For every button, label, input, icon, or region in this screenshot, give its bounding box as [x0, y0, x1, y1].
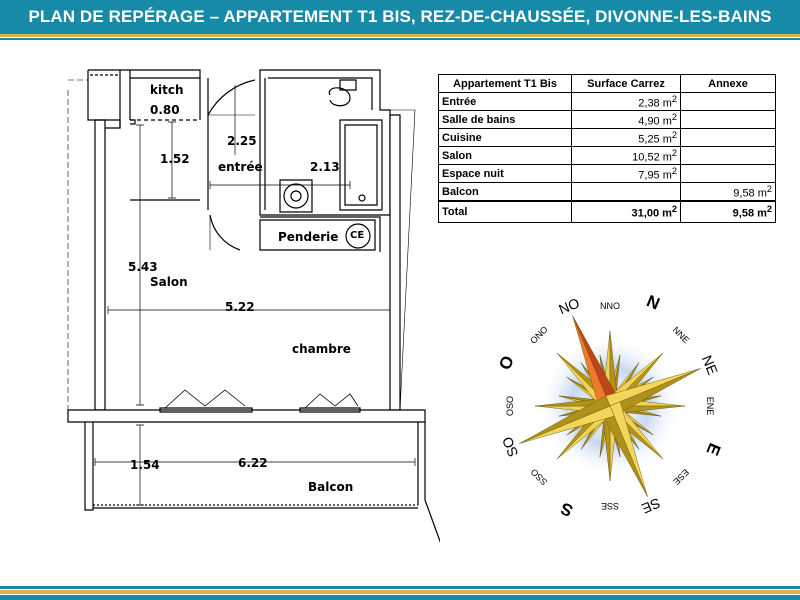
compass-label-sse: SSE: [600, 501, 620, 511]
dim-balcony-height: 1.54: [130, 458, 160, 472]
table-header-row: Appartement T1 Bis Surface Carrez Annexe: [438, 74, 776, 93]
room-name: Cuisine: [438, 128, 572, 147]
dim-entry-width: 2.13: [310, 160, 340, 174]
compass-cardinal-point: [519, 395, 611, 444]
dim-kitchen-width: 0.80: [150, 103, 180, 117]
room-label-entry: entrée: [218, 160, 263, 174]
room-label-closet: Penderie: [278, 230, 339, 244]
room-label-ce: CE: [350, 230, 365, 241]
floor-plan: kitch 0.80 1.52 2.25 entrée 2.13 Penderi…: [60, 50, 440, 560]
dim-kitchen-height: 1.52: [160, 152, 190, 166]
room-name: Salon: [438, 146, 572, 165]
footer-stripe-gold: [0, 590, 800, 594]
table-row: Salon 10,52 m2: [438, 146, 776, 165]
carrez-cell: 10,52 m2: [571, 146, 681, 165]
dim-balcony-width: 6.22: [238, 456, 268, 470]
room-name: Salle de bains: [438, 110, 572, 129]
room-name: Espace nuit: [438, 164, 572, 183]
header-bar: PLAN DE REPÉRAGE – APPARTEMENT T1 BIS, R…: [0, 0, 800, 34]
compass-label-nno: NNO: [600, 301, 620, 311]
annexe-cell: [680, 110, 776, 129]
room-label-living: Salon: [150, 275, 188, 289]
total-label: Total: [438, 200, 572, 223]
table-header: Annexe: [680, 74, 776, 93]
room-name: Balcon: [438, 182, 572, 202]
table-row: Balcon 9,58 m2: [438, 182, 776, 202]
table-total-row: Total 31,00 m2 9,58 m2: [438, 200, 776, 223]
room-label-balcony: Balcon: [308, 480, 354, 494]
page-title: PLAN DE REPÉRAGE – APPARTEMENT T1 BIS, R…: [28, 7, 772, 26]
table-header: Appartement T1 Bis: [438, 74, 572, 93]
total-annexe: 9,58 m2: [680, 200, 776, 223]
room-name: Entrée: [438, 92, 572, 111]
compass-label-ene: ENE: [705, 396, 715, 416]
dim-living-width: 5.22: [225, 300, 255, 314]
footer-stripe-teal: [0, 595, 800, 600]
annexe-cell: [680, 146, 776, 165]
annexe-cell: [680, 164, 776, 183]
table-header: Surface Carrez: [571, 74, 681, 93]
carrez-cell: 7,95 m2: [571, 164, 681, 183]
carrez-cell: 4,90 m2: [571, 110, 681, 129]
header-stripe-gold: [0, 34, 800, 37]
annexe-cell: 9,58 m2: [680, 182, 776, 202]
room-label-kitchen: kitch: [150, 83, 184, 97]
compass-rose-drawing: [519, 315, 701, 497]
dim-living-height: 5.43: [128, 260, 158, 274]
surface-table: Appartement T1 Bis Surface Carrez Annexe…: [438, 74, 776, 223]
carrez-cell: [571, 182, 681, 202]
annexe-cell: [680, 128, 776, 147]
carrez-cell: 5,25 m2: [571, 128, 681, 147]
table-row: Espace nuit 7,95 m2: [438, 164, 776, 183]
dim-entry-height: 2.25: [227, 134, 257, 148]
table-row: Entrée 2,38 m2: [438, 92, 776, 111]
footer-stripe-teal-top: [0, 586, 800, 589]
room-label-bedroom: chambre: [292, 342, 351, 356]
floor-plan-drawing: [67, 69, 440, 544]
annexe-cell: [680, 92, 776, 111]
table-row: Cuisine 5,25 m2: [438, 128, 776, 147]
total-carrez: 31,00 m2: [571, 200, 681, 223]
table-row: Salle de bains 4,90 m2: [438, 110, 776, 129]
carrez-cell: 2,38 m2: [571, 92, 681, 111]
header-stripe-teal: [0, 38, 800, 40]
compass-label-oso: OSO: [505, 395, 515, 417]
